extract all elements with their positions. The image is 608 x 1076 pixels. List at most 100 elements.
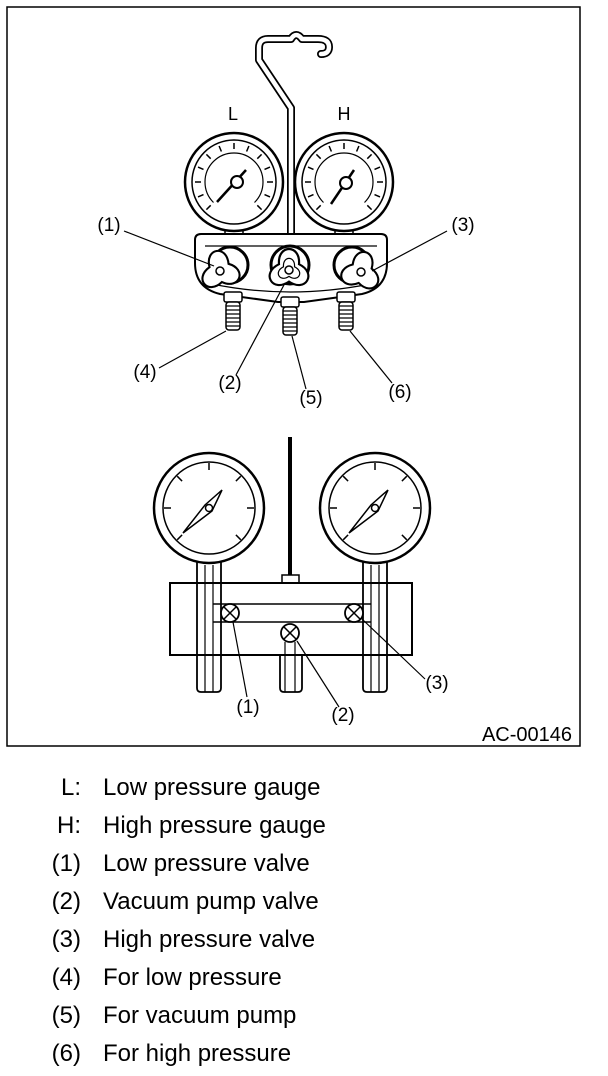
legend-text: For vacuum pump	[103, 1002, 297, 1029]
leader-line-2	[296, 640, 340, 708]
gauge-dial	[301, 139, 387, 225]
schematic-valve-2	[280, 623, 300, 643]
legend: L: Low pressure gauge H: High pressure g…	[0, 769, 608, 1073]
schematic-valve-1	[220, 603, 240, 623]
schematic-valve-3	[344, 603, 364, 623]
legend-key: (2)	[51, 888, 81, 915]
low-pressure-gauge	[183, 131, 285, 241]
fitting-threads	[339, 305, 353, 327]
leader-line-3	[361, 618, 426, 680]
schematic-high-gauge	[318, 451, 432, 565]
fitting-threads	[226, 305, 240, 327]
bottom-leader-lines	[232, 618, 426, 708]
figure-id: AC-00146	[482, 724, 572, 746]
gauge-dial	[328, 461, 422, 555]
legend-item: (2) Vacuum pump valve	[0, 883, 608, 921]
callout-5: (5)	[299, 388, 322, 409]
legend-text: Vacuum pump valve	[103, 888, 319, 915]
gauge-dial	[191, 139, 277, 225]
callout-1: (1)	[97, 215, 120, 236]
gauge-ticks	[164, 463, 254, 541]
legend-item: L: Low pressure gauge	[0, 769, 608, 807]
fitting-vacuum-pump	[280, 296, 300, 336]
gauge-needle-hub	[339, 176, 353, 190]
gauge-ticks	[195, 143, 273, 211]
port-outline	[362, 560, 388, 693]
callout-2: (2)	[218, 373, 241, 394]
legend-key: H:	[57, 812, 81, 839]
fitting-body	[225, 301, 241, 331]
legend-key: (6)	[51, 1040, 81, 1067]
high-gauge-label: H	[338, 104, 351, 124]
port-outline	[196, 560, 222, 693]
high-pressure-valve-knob	[332, 245, 385, 292]
valve-cross	[283, 626, 297, 640]
port-bore	[204, 565, 214, 692]
legend-item: (5) For vacuum pump	[0, 997, 608, 1035]
port-bore	[370, 565, 380, 692]
knob-center	[215, 266, 225, 276]
fitting-low-pressure	[223, 291, 243, 331]
legend-key: (5)	[51, 1002, 81, 1029]
gauge-needle-hub	[230, 175, 244, 189]
legend-text: For high pressure	[103, 1040, 292, 1067]
fitting-threads	[283, 310, 297, 332]
fitting-high-pressure	[336, 291, 356, 331]
legend-key: L:	[60, 774, 81, 801]
vacuum-pump-port	[279, 642, 303, 693]
callout-4: (4)	[133, 362, 156, 383]
valve-cross	[223, 606, 237, 620]
legend-text: Low pressure gauge	[103, 774, 321, 801]
knob-center	[284, 265, 294, 275]
fitting-hex	[223, 291, 243, 303]
bottom-callouts: (1) (2) (3)	[236, 673, 448, 726]
leader-line-1	[232, 621, 248, 698]
port-outline	[279, 655, 303, 693]
leader-line-4	[158, 330, 227, 369]
fitting-body	[338, 301, 354, 331]
manifold-gauge-figure: L H	[6, 6, 581, 747]
knob-center	[356, 267, 366, 277]
fitting-hex	[280, 296, 300, 308]
leader-line-5	[291, 335, 307, 390]
callout-3: (3)	[425, 673, 448, 694]
legend-item: (4) For low pressure	[0, 959, 608, 997]
leader-line-1	[123, 230, 215, 267]
fitting-hex	[336, 291, 356, 303]
legend-text: High pressure valve	[103, 926, 316, 953]
legend-key: (1)	[51, 850, 81, 877]
vacuum-pump-valve-knob	[268, 244, 311, 287]
manifold-perspective-view: L H	[97, 31, 475, 409]
manifold-lower-edge	[211, 283, 371, 293]
low-gauge-label: L	[228, 104, 238, 124]
gauge-needle	[348, 489, 389, 534]
callout-2: (2)	[331, 705, 354, 726]
gauge-ticks	[305, 143, 383, 211]
leader-line-3	[371, 230, 448, 272]
hook-core	[256, 32, 332, 241]
legend-item: (3) High pressure valve	[0, 921, 608, 959]
high-pressure-port	[362, 560, 388, 693]
port-bore	[284, 642, 296, 692]
gauge-needle-hub	[204, 503, 214, 513]
internal-passage	[213, 603, 371, 623]
callout-3: (3)	[451, 215, 474, 236]
callout-1: (1)	[236, 697, 259, 718]
figure-frame	[6, 6, 581, 747]
top-callouts: (1) (2) (3) (4) (5) (6)	[97, 215, 474, 409]
hanger-rod-base	[281, 574, 300, 584]
legend-item: H: High pressure gauge	[0, 807, 608, 845]
legend-text: For low pressure	[103, 964, 282, 991]
callout-6: (6)	[388, 382, 411, 403]
gauge-scale-arc	[204, 152, 264, 203]
fitting-body	[282, 306, 298, 336]
schematic-body	[169, 582, 413, 656]
legend-item: (1) Low pressure valve	[0, 845, 608, 883]
legend-text: High pressure gauge	[103, 812, 326, 839]
gauge-dial	[162, 461, 256, 555]
gauge-needle-hub	[370, 503, 380, 513]
schematic-low-gauge	[152, 451, 266, 565]
hanger-hook	[255, 31, 333, 242]
gauge-needle	[182, 489, 223, 534]
legend-key: (3)	[51, 926, 81, 953]
